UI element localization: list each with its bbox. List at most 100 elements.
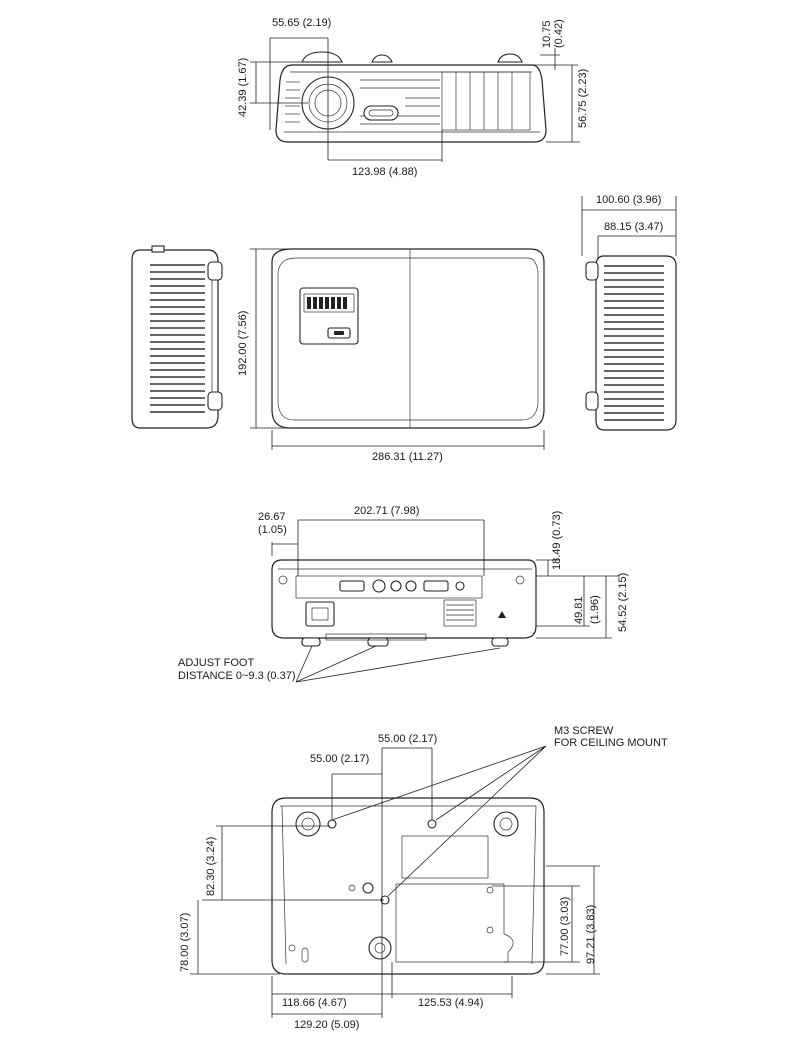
bottom-body-inner — [280, 805, 537, 965]
dim-width-label: 286.31 (11.27) — [372, 451, 443, 463]
dim-top-gap-label: 18.49 (0.73) — [551, 511, 563, 570]
dim-right-inner-label: 77.00 (3.03) — [559, 897, 571, 956]
rear-body — [271, 559, 537, 639]
left-side-body — [131, 249, 219, 429]
top-view: 192.00 (7.56) 286.31 (11.27) — [237, 248, 545, 463]
dim-lens-offset-label: 55.65 (2.19) — [272, 17, 331, 29]
mount-screw-2 — [427, 819, 437, 829]
usb-port — [455, 581, 465, 591]
kensington-lock — [498, 611, 506, 618]
dim-lens-height-label: 42.39 (1.67) — [237, 58, 249, 117]
front-grille — [285, 71, 531, 131]
dim-bottom-right — [392, 976, 513, 998]
dim-foot-height-label-2: (0.42) — [553, 19, 565, 48]
right-side-view: 100.60 (3.96) 88.15 (3.47) — [581, 194, 677, 431]
dim-bottom-left — [271, 962, 393, 1018]
dim-left-offset-label-1: 26.67 — [258, 511, 286, 523]
dim-upper-vertical — [202, 825, 384, 901]
dim-screw-left — [331, 748, 383, 960]
front-foot-mid — [371, 54, 393, 63]
bottom-slot — [301, 947, 309, 963]
rear-foot-right — [491, 637, 509, 647]
dim-panel-width — [297, 519, 485, 576]
dim-lower-vertical — [190, 900, 280, 975]
front-foot-left — [301, 51, 343, 63]
dim-foot-height — [520, 48, 578, 70]
bottom-foot-rear — [368, 936, 392, 960]
ir-window — [363, 105, 399, 121]
bottom-foot-front-right — [493, 811, 519, 837]
video-port-2 — [390, 580, 402, 592]
dim-side-depth-body — [597, 235, 676, 258]
bottom-small-hole-5 — [288, 944, 296, 952]
screw-label-2: FOR CEILING MOUNT — [554, 737, 668, 749]
dim-body-height-label: 56.75 (2.23) — [577, 69, 589, 128]
dim-right-inner — [492, 885, 580, 963]
left-side-view — [131, 245, 223, 429]
dim-side-depth-body-label: 88.15 (3.47) — [604, 221, 663, 233]
adjust-foot-label-1: ADJUST FOOT — [178, 657, 254, 669]
right-side-foot-bottom — [585, 391, 599, 411]
dim-lens-to-side-label: 123.98 (4.88) — [352, 166, 417, 178]
left-side-foot-top — [207, 261, 223, 281]
rear-vent — [443, 599, 477, 627]
dim-side-depth-total-label: 100.60 (3.96) — [596, 194, 661, 206]
front-foot-right — [497, 53, 523, 63]
dim-body-height — [546, 65, 580, 143]
rear-screw-right — [515, 575, 525, 585]
bottom-small-hole-2 — [362, 882, 374, 894]
rear-vent-slots — [446, 604, 474, 621]
bottom-body — [271, 797, 545, 975]
dim-total-height — [536, 576, 612, 639]
dim-right-outer-label: 97.21 (3.83) — [585, 905, 597, 964]
right-side-vents — [604, 265, 664, 421]
screw-leaders — [331, 745, 547, 897]
adjust-foot-leaders — [295, 645, 501, 683]
dim-left-offset-label-2: (1.05) — [258, 524, 287, 536]
dim-panel-height — [536, 576, 590, 627]
dim-panel-height-label-2: (1.96) — [589, 595, 601, 624]
screw-label-1: M3 SCREW — [554, 725, 614, 737]
adjust-foot-label-2: DISTANCE 0~9.3 (0.37) — [178, 670, 295, 682]
video-port-1 — [372, 579, 386, 593]
top-body — [271, 248, 545, 429]
indicator-strip — [303, 293, 355, 313]
indicator-ticks — [307, 297, 347, 309]
top-body-inner — [277, 257, 539, 421]
bottom-small-hole-3 — [486, 886, 494, 894]
dim-screw-left-label: 55.00 (2.17) — [310, 753, 369, 765]
dim-lens-to-side — [328, 130, 443, 162]
bottom-foot-front-left-inner — [301, 817, 315, 831]
rear-foot-left — [301, 637, 321, 647]
dim-bottom-total — [272, 960, 383, 1018]
left-side-top-tab — [151, 245, 165, 253]
vga-port-2 — [423, 580, 449, 592]
dim-foot-height-label-1: 10.75 — [541, 20, 553, 48]
bottom-foot-front-right-inner — [499, 817, 513, 831]
dim-screw-right — [382, 747, 433, 820]
dim-side-depth-total — [581, 196, 677, 256]
audio-port — [405, 580, 417, 592]
bottom-small-hole-4 — [486, 926, 494, 934]
dim-top-gap — [536, 559, 620, 577]
power-inlet-inner — [311, 607, 329, 621]
dim-upper-vertical-label: 82.30 (3.24) — [205, 837, 217, 896]
rear-view: 202.71 (7.98) 26.67 (1.05) 18.49 (0.73) … — [178, 505, 629, 683]
rear-screw-left — [278, 575, 288, 585]
bottom-small-hole-1 — [348, 884, 356, 892]
dim-bottom-right-label: 125.53 (4.94) — [418, 997, 483, 1009]
rear-bottom-strip — [325, 633, 427, 641]
front-view: 55.65 (2.19) 42.39 (1.67) 10.75 (0.42) 5… — [237, 17, 589, 178]
power-inlet — [305, 601, 335, 627]
ir-window-inner — [368, 109, 394, 117]
right-side-foot-top — [585, 261, 599, 281]
power-button-mark — [334, 331, 344, 335]
bottom-view: M3 SCREW FOR CEILING MOUNT 55.00 (2.17) … — [179, 725, 668, 1031]
dim-right-outer — [546, 865, 600, 975]
bottom-label-area — [401, 835, 489, 879]
dim-lens-offset — [269, 37, 329, 160]
dim-bottom-left-label: 118.66 (4.67) — [282, 997, 347, 1009]
vga-port-1 — [339, 580, 365, 592]
dim-panel-width-label: 202.71 (7.98) — [354, 505, 419, 517]
